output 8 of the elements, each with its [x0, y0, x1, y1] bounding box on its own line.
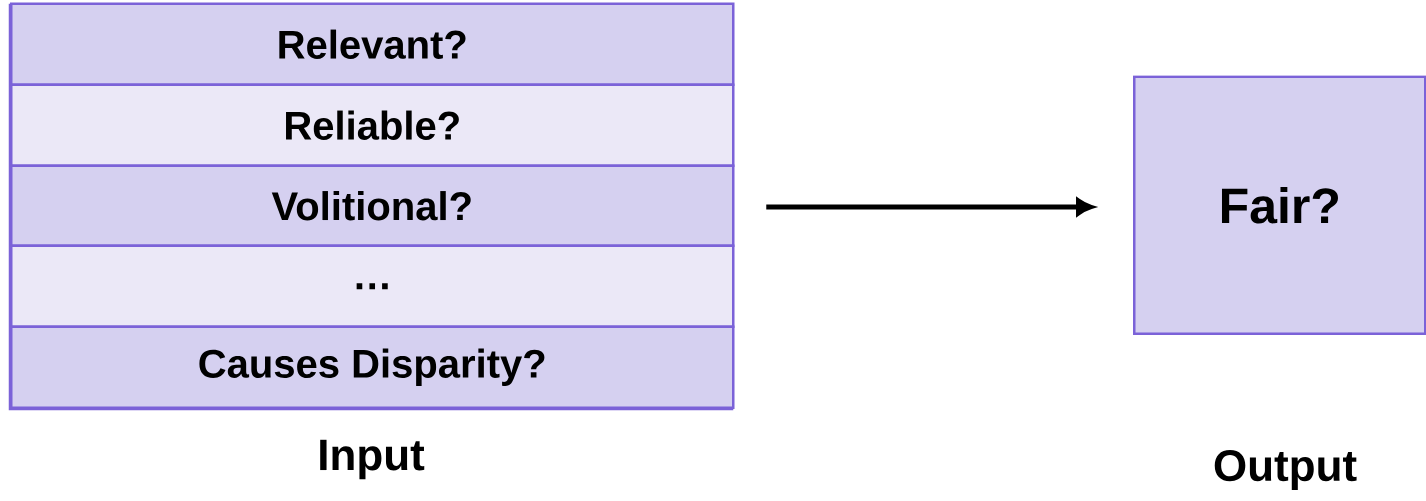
- node-label: Input: [320, 439, 425, 480]
- question-row: Reliable?: [10, 83, 735, 167]
- question-row: Causes Disparity?: [10, 325, 735, 409]
- output-box: Fair?: [1133, 75, 1426, 335]
- question-row: Volitional?: [10, 164, 735, 247]
- caption-text: Output: [1214, 450, 1357, 490]
- question-row: …: [10, 244, 735, 328]
- question-row: Relevant?: [10, 2, 735, 86]
